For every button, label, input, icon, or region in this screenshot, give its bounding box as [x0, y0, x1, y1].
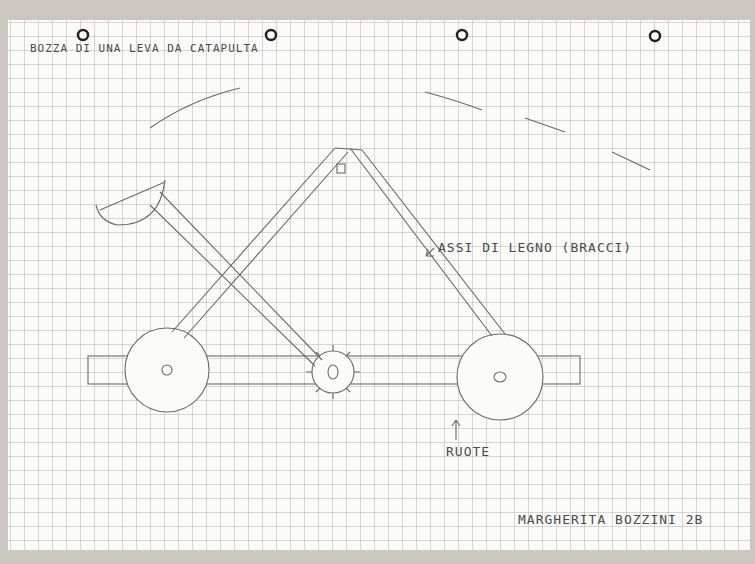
- grid: [8, 20, 750, 550]
- part-label: RUOTE: [446, 444, 490, 459]
- sketch-title: BOZZA DI UNA LEVA DA CATAPULTA: [30, 42, 259, 55]
- pencil-drawing: [88, 88, 650, 440]
- punch-holes: [78, 30, 660, 41]
- author-signature: MARGHERITA BOZZINI 2B: [518, 512, 703, 527]
- paper: [8, 20, 750, 550]
- part-label: ASSI DI LEGNO (BRACCI): [438, 240, 632, 255]
